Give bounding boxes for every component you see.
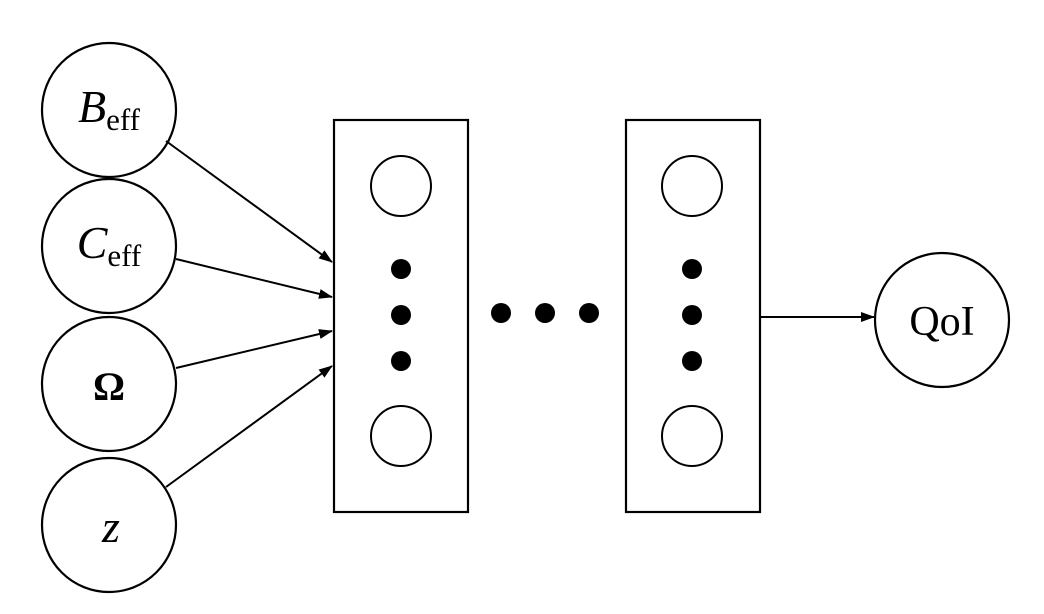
svg-text:Ceff: Ceff (77, 217, 142, 273)
ellipsis-dot (535, 303, 555, 323)
edge-b-eff-to-layer (165, 140, 333, 263)
layers-ellipsis (491, 303, 599, 323)
hidden-layer-n (624, 118, 762, 514)
ellipsis-dot (682, 351, 702, 371)
ellipsis-dot (682, 259, 702, 279)
ellipsis-dot (579, 303, 599, 323)
ellipsis-dot (391, 351, 411, 371)
edge-omega-to-layer (175, 329, 333, 369)
input-symbol-omega: Ω (93, 364, 125, 409)
edge-c-eff-to-layer (175, 258, 333, 299)
neuron-bottom (661, 405, 723, 467)
input-node-z: z (40, 456, 178, 594)
input-symbol-z: z (101, 501, 120, 552)
output-node-qoi: QoI (873, 251, 1011, 389)
neuron-top (370, 155, 432, 217)
svg-text:Beff: Beff (78, 81, 141, 137)
ellipsis-dot (391, 259, 411, 279)
input-subscript-eff: eff (106, 102, 141, 137)
hidden-layer-1 (332, 118, 470, 514)
neuron-bottom (370, 405, 432, 467)
ellipsis-dot (391, 305, 411, 325)
neuron-top (661, 155, 723, 217)
output-label: QoI (909, 299, 974, 345)
ellipsis-dot (491, 303, 511, 323)
input-symbol-b: B (78, 81, 106, 132)
edge-z-to-layer (165, 365, 333, 488)
input-node-b-eff: Beff (40, 41, 178, 179)
input-node-c-eff: Ceff (40, 177, 178, 315)
input-subscript-eff: eff (107, 238, 142, 273)
input-node-omega: Ω (40, 315, 178, 453)
input-symbol-c: C (77, 217, 109, 268)
ellipsis-dot (682, 305, 702, 325)
